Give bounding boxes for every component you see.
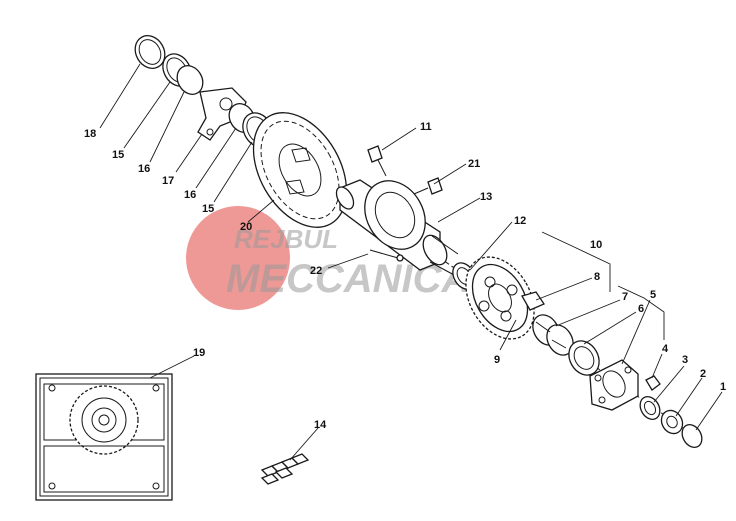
part-2-castle-nut: [660, 409, 684, 435]
callout-15-top: 15: [112, 149, 124, 161]
part-18-circlip: [134, 35, 166, 69]
callout-17: 17: [162, 175, 174, 187]
leader-lines: [99, 63, 723, 461]
watermark-logo: REJBUL MECCANICA: [186, 206, 470, 310]
callout-21: 21: [468, 158, 480, 170]
part-1-circlip: [681, 424, 703, 448]
callout-labels: 1 2 3 4 5 6 7 8 9 10 11 12 13 14 15 15 1…: [84, 121, 726, 431]
part-4-nut: [645, 375, 661, 391]
part-14-chain: [260, 453, 310, 485]
callout-16-lower: 16: [184, 189, 196, 201]
watermark-text-line1: REJBUL: [234, 224, 338, 254]
callout-22: 22: [310, 265, 322, 277]
callout-9: 9: [494, 354, 500, 366]
part-16-oring-top: [176, 65, 204, 95]
callout-4: 4: [662, 343, 669, 355]
callout-15-lower: 15: [202, 203, 214, 215]
part-22-stud: [369, 249, 404, 262]
callout-10: 10: [590, 239, 602, 251]
callout-2: 2: [700, 368, 706, 380]
callout-8: 8: [594, 271, 600, 283]
part-6-bearing: [568, 340, 600, 376]
callout-16-top: 16: [138, 163, 150, 175]
part-7-sleeve: [532, 314, 574, 356]
part-19-inset-panel: [35, 373, 173, 501]
part-8-sprocket-nut: [521, 291, 545, 311]
callout-20: 20: [240, 221, 252, 233]
part-13-hub-shaft: [335, 179, 459, 277]
callout-19: 19: [193, 347, 205, 359]
part-5-flange: [589, 359, 639, 411]
part-9-sprocket: [465, 256, 535, 340]
callout-5: 5: [650, 289, 656, 301]
callout-3: 3: [682, 354, 688, 366]
callout-18: 18: [84, 128, 96, 140]
callout-12: 12: [514, 215, 526, 227]
part-20-brake-disc: [252, 112, 348, 228]
callout-1: 1: [720, 381, 726, 393]
part-3-washer: [639, 396, 661, 420]
part-17-bracket: [197, 87, 247, 141]
callout-6: 6: [638, 303, 644, 315]
callout-13: 13: [480, 191, 492, 203]
callout-11: 11: [420, 121, 432, 133]
group-bracket-5: [617, 285, 665, 340]
callout-14: 14: [314, 419, 327, 431]
group-bracket-10: [541, 231, 611, 292]
part-21-bolt: [413, 177, 443, 195]
callout-7: 7: [622, 291, 628, 303]
part-11-screw: [367, 145, 387, 177]
